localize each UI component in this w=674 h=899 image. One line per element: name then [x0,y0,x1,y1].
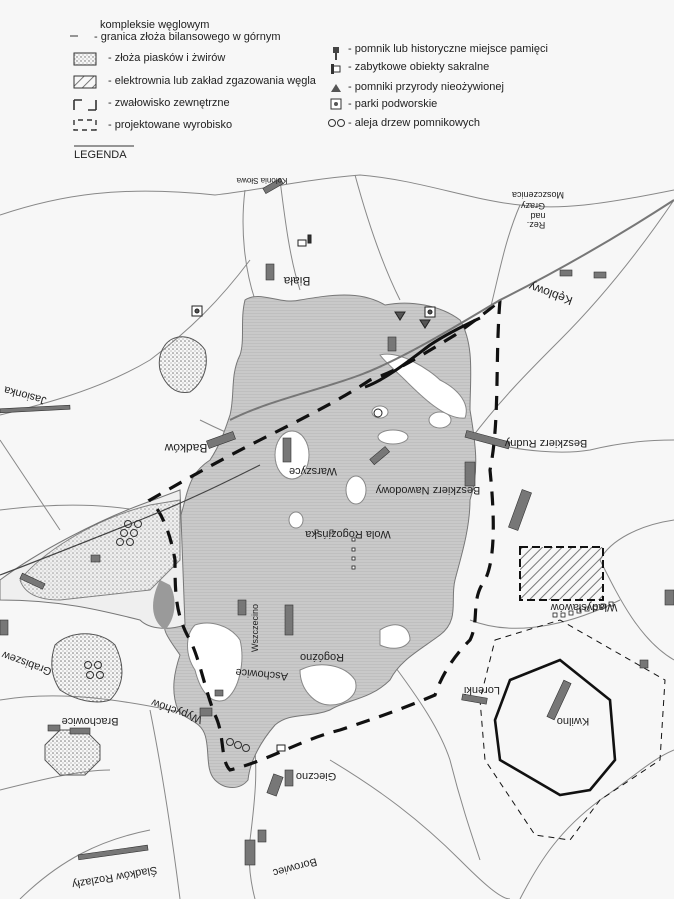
deposit-islands [187,353,467,706]
small-buildings [314,529,614,618]
label-jasionka: Jasionka [2,383,48,406]
label-lorenki: Lorenki [464,684,500,696]
label-gieczno: Gieczno [296,770,336,782]
legend-label-trees: - aleja drzew pomnikowych [348,117,480,129]
west-pit-fill [153,580,175,630]
legend-label-parks: - parki podworskie [348,98,437,110]
label-rez: Rez. [527,220,546,230]
railway-line [364,316,481,389]
settlements [0,177,674,866]
label-wszczecino: Wszczecino [250,604,260,652]
dashed-box-icon [73,119,97,131]
label-brachowice: Brachowice [62,715,119,727]
label-beszkierz-rudny: Beszkierz Rudny [504,437,587,449]
external-dump [479,619,666,841]
legend-label-dump: - zwałowisko zewnętrzne [108,97,230,109]
tree-alley [84,520,250,752]
label-kolonia-slowa: Kolonia Słowa [236,176,287,185]
triangle-icon [331,84,341,92]
label-biala: Biała [283,274,310,288]
sand-deposits [19,336,207,776]
dotted-area-icon [73,52,97,66]
label-beszkierz-nawodowy: Beszkierz Nawodowy [375,484,480,496]
tree-circles-icon [328,119,345,127]
legend-label-nature: - pomniki przyrody nieożywionej [348,81,504,93]
legend-title: LEGENDA [74,149,127,161]
legend-right-column: - pomnik lub historyczne miejsce pamięci… [328,43,548,129]
kwilno-dump-outline [493,658,617,797]
label-keblowy: Kęblowy [527,279,574,308]
deposit-boundary-line [229,199,674,421]
road-network [0,174,674,899]
proposed-pit-boundary [147,298,502,772]
legend: - granica złoża bilansowego w górnym kom… [0,0,674,170]
legend-left-column: - granica złoża bilansowego w górnym kom… [70,19,317,161]
legend-label-heritage: - zabytkowe obiekty sakralne [348,61,489,73]
church-icon [331,64,341,74]
label-grabiszew: Grabiszew [0,648,53,677]
park-square-icon [330,98,342,110]
legend-label-plant: - elektrownia lub zakład zgazowania węgl… [108,75,317,87]
label-kwilno: Kwilno [557,715,589,727]
monument-icon [333,47,339,60]
legend-label-monument: - pomnik lub historyczne miejsce pamięci [348,43,548,55]
label-sladkow: Śladków Rozlazły [71,864,159,892]
label-aschowice: Aschowice [235,666,288,683]
label-moszczenica: Moszczenica [512,190,564,200]
label-warszyce: Warszyce [289,465,337,477]
legend-label-boundary: - granica złoża bilansowego w górnym [94,31,280,43]
label-nad: nad [530,211,545,221]
power-plant-area [519,546,604,601]
bracket-dashed-box-icon [73,99,97,111]
legend-label-sand: - złoża piasków i żwirów [108,52,225,64]
label-wladyslawow: Władysławów [551,601,618,613]
label-rogozno: Rogóźno [300,651,344,663]
hatched-area-icon [73,75,97,89]
railway-line-2 [0,464,261,576]
legend-label-pit: - projektowane wyrobisko [108,119,232,131]
label-wola-rogozinska: Wola Rogozińska [304,528,390,540]
label-badkow: Badków [164,441,207,455]
label-borowiec: Borowiec [271,855,318,878]
map-symbols [191,234,436,752]
legend-label-boundary-2: kompleksie węglowym [100,19,209,31]
label-grazy: Grazy [521,201,546,211]
